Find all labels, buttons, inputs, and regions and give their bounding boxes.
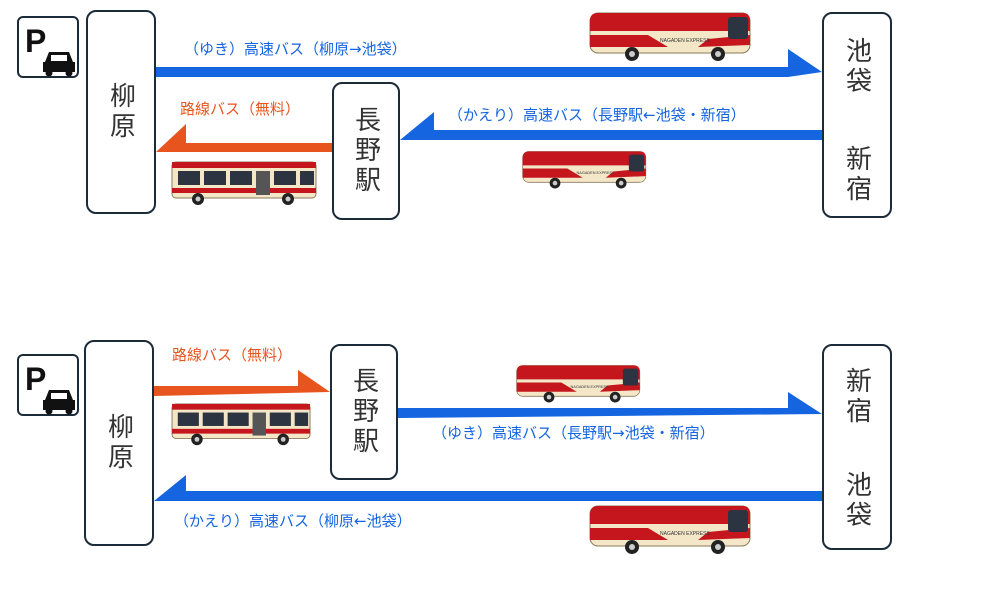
highway-bus-icon: NAGADEN EXPRESS xyxy=(516,365,641,403)
stop-nagano-station: 長野駅 xyxy=(332,82,400,220)
svg-text:P: P xyxy=(25,23,46,59)
stop-nagano-label: 長野駅 xyxy=(350,106,381,196)
stop-yanagihara: 柳原 xyxy=(84,340,154,546)
stop-yanagihara: 柳原 xyxy=(86,10,156,214)
svg-text:NAGADEN EXPRESS: NAGADEN EXPRESS xyxy=(577,171,616,175)
stop-nagano-label: 長野駅 xyxy=(348,367,379,457)
stop-shinjuku-label: 新宿 xyxy=(841,367,872,427)
return-label: （かえり）高速バス（長野駅←池袋・新宿） xyxy=(448,106,746,124)
svg-text:NAGADEN EXPRESS: NAGADEN EXPRESS xyxy=(660,531,710,537)
local-bus-label: 路線バス（無料） xyxy=(180,100,301,118)
local-bus-label: 路線バス（無料） xyxy=(172,346,293,364)
stop-ikebukuro-shinjuku: 池袋 新宿 xyxy=(822,12,892,218)
stop-ikebukuro-label: 池袋 xyxy=(841,471,872,531)
stop-shinjuku-ikebukuro: 新宿 池袋 xyxy=(822,344,892,550)
stop-nagano-station: 長野駅 xyxy=(330,344,398,480)
svg-text:P: P xyxy=(25,361,46,397)
stop-yanagihara-label: 柳原 xyxy=(105,82,136,142)
highway-bus-icon: NAGADEN EXPRESS xyxy=(589,505,751,554)
outbound-label: （ゆき）高速バス（柳原→池袋） xyxy=(184,40,407,58)
parking-car-icon: P xyxy=(17,16,79,78)
svg-text:NAGADEN EXPRESS: NAGADEN EXPRESS xyxy=(660,38,710,44)
highway-bus-icon: NAGADEN EXPRESS xyxy=(522,151,647,189)
svg-text:NAGADEN EXPRESS: NAGADEN EXPRESS xyxy=(571,385,610,389)
stop-shinjuku-label: 新宿 xyxy=(841,145,872,205)
stop-ikebukuro-label: 池袋 xyxy=(841,37,872,97)
parking-car-icon: P xyxy=(17,354,79,416)
city-bus-icon xyxy=(171,403,311,446)
return-label: （かえり）高速バス（柳原←池袋） xyxy=(174,512,412,530)
city-bus-icon xyxy=(171,161,317,205)
outbound-label: （ゆき）高速バス（長野駅→池袋・新宿） xyxy=(432,424,715,442)
highway-bus-icon: NAGADEN EXPRESS xyxy=(589,12,751,61)
stop-yanagihara-label: 柳原 xyxy=(103,413,134,473)
